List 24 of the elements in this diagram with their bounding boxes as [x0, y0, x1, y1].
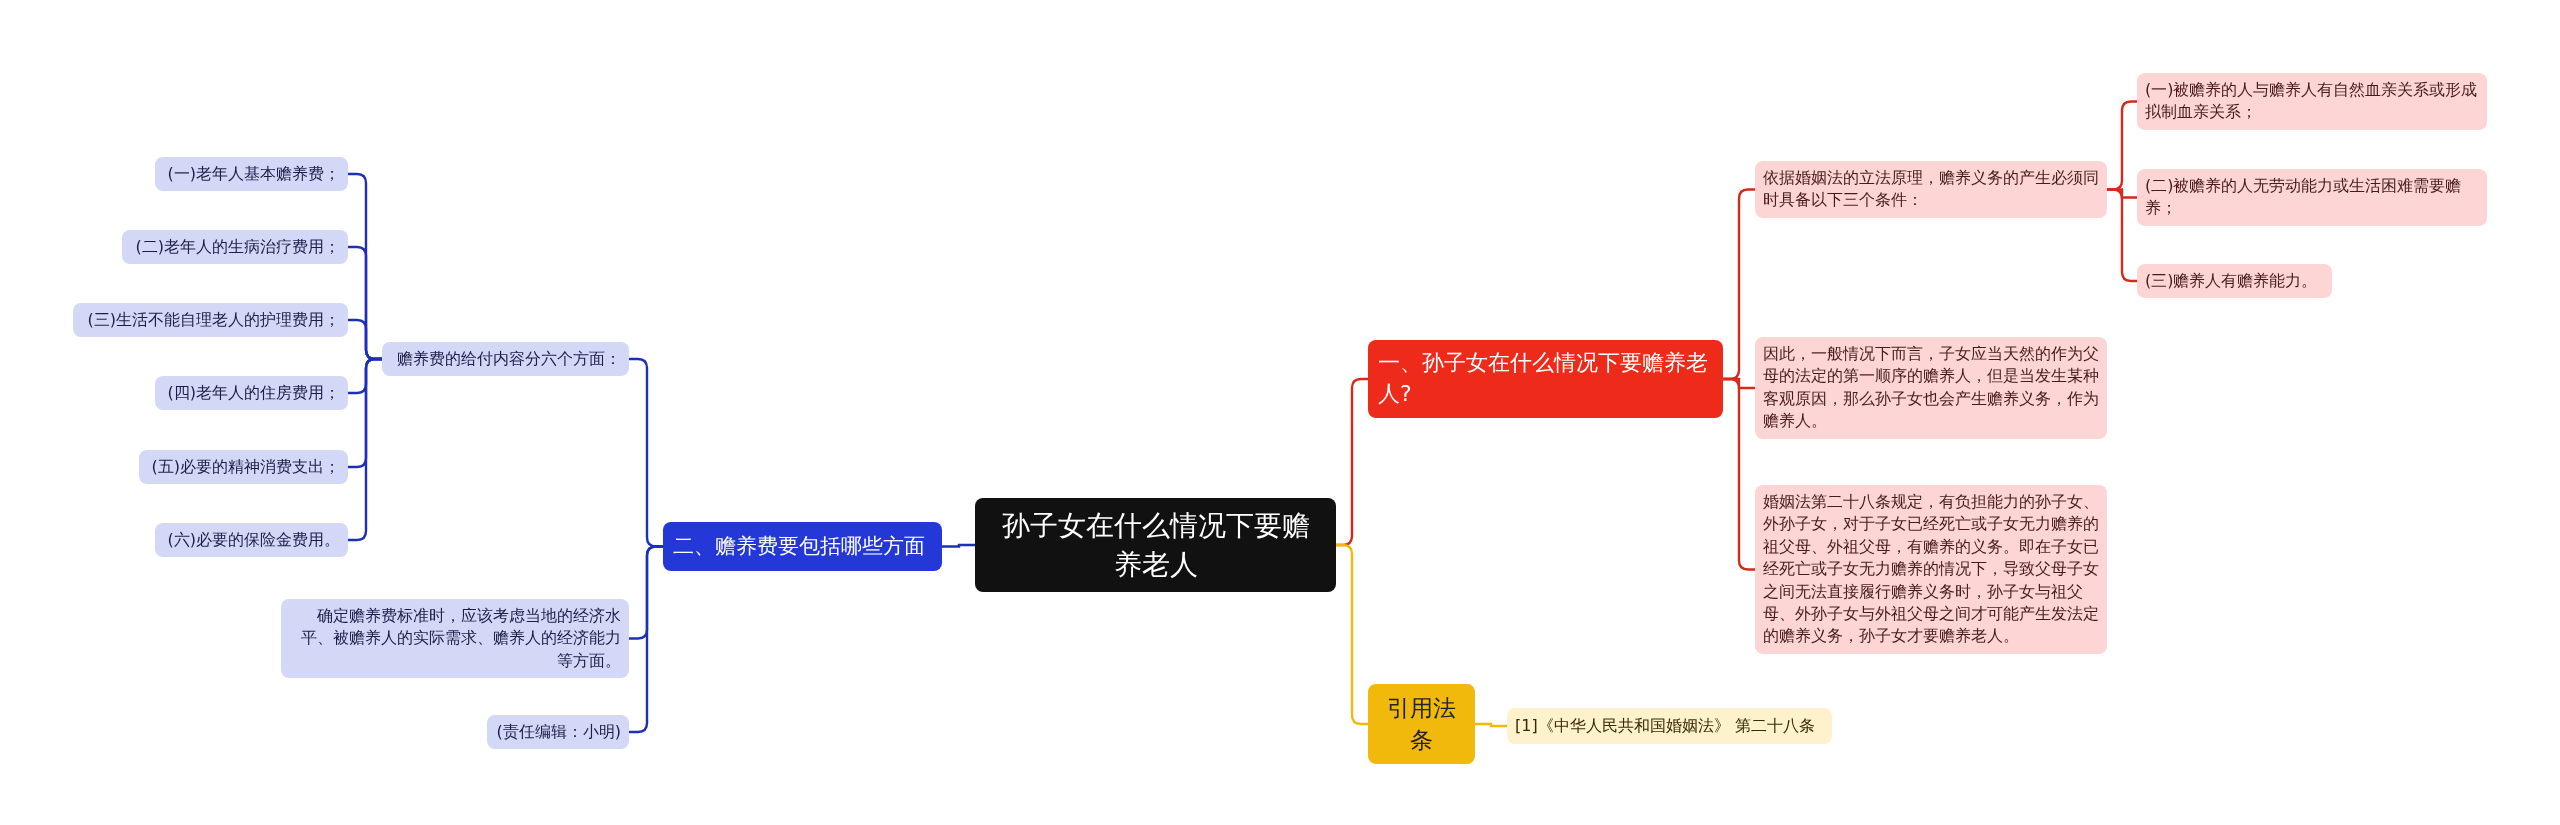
subtopic-box: (三)生活不能自理老人的护理费用； [73, 303, 348, 338]
central-topic: 孙子女在什么情况下要赡养老人 [975, 498, 1336, 593]
subtopic-box: 婚姻法第二十八条规定，有负担能力的孙子女、外孙子女，对于子女已经死亡或子女无力赡养的祖父母、外祖父母，有赡养的义务。即在子女已经死亡或子女无力赡养的情况下，导致父母子女之间无法直接履行赡养义务时，孙子女与祖父母、外孙子女与外祖父母之间才可能产生发法定的赡养义务，孙子女才要赡养老人。 [1755, 485, 2107, 654]
connector-line [629, 545, 663, 734]
subtopic-box: (四)老年人的住房费用； [155, 376, 348, 411]
subtopic-box: (六)必要的保险金费用。 [155, 523, 348, 558]
subtopic-box: (五)必要的精神消费支出； [139, 450, 348, 485]
subtopic-box: (三)赡养人有赡养能力。 [2137, 264, 2332, 299]
branch-topic: 一、孙子女在什么情况下要赡养老人? [1368, 340, 1723, 418]
branch-topic: 引用法条 [1368, 684, 1475, 765]
branch-topic: 二、赡养费要包括哪些方面 [663, 522, 942, 572]
connector-line [942, 543, 975, 548]
connector-line [348, 357, 382, 542]
subtopic-box: 确定赡养费标准时，应该考虑当地的经济水平、被赡养人的实际需求、赡养人的经济能力等方面。 [281, 599, 629, 679]
subtopic-box: (二)被赡养的人无劳动能力或生活困难需要赡养； [2137, 169, 2487, 226]
subtopic-box: (二)老年人的生病治疗费用； [122, 230, 348, 265]
subtopic-box: [1]《中华人民共和国婚姻法》 第二十八条 [1507, 708, 1832, 745]
connector-line [1475, 722, 1507, 728]
subtopic-box: (责任编辑：小明) [487, 715, 629, 750]
subtopic-box: (一)被赡养的人与赡养人有自然血亲关系或形成拟制血亲关系； [2137, 73, 2487, 130]
subtopic-box: 因此，一般情况下而言，子女应当天然的作为父母的法定的第一顺序的赡养人，但是当发生某种客观原因，那么孙子女也会产生赡养义务，作为赡养人。 [1755, 337, 2107, 439]
subtopic-box: 赡养费的给付内容分六个方面： [382, 342, 629, 377]
subtopic-box: 依据婚姻法的立法原理，赡养义务的产生必须同时具备以下三个条件： [1755, 161, 2107, 218]
subtopic-box: (一)老年人基本赡养费； [155, 157, 348, 192]
